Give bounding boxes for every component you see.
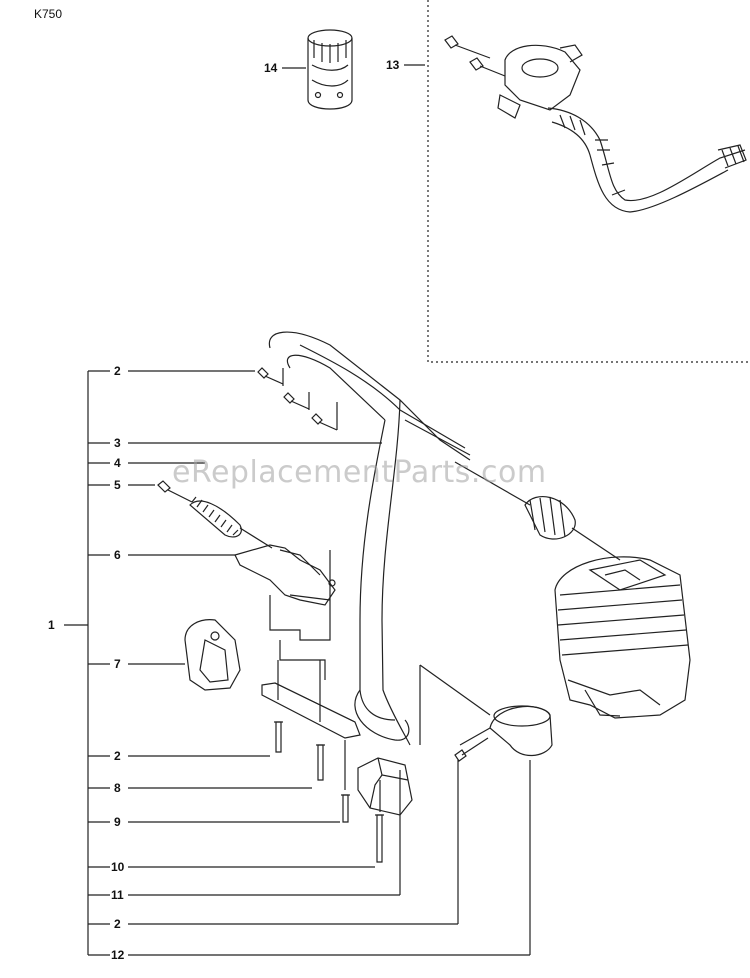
bumper-7	[184, 619, 241, 691]
callout-2-top: 2	[114, 364, 121, 378]
bracket-6	[234, 544, 336, 606]
spring-right	[454, 461, 621, 561]
cylinder	[554, 556, 691, 719]
callout-13: 13	[386, 58, 400, 72]
part-13-frame	[427, 0, 750, 363]
callout-3: 3	[114, 436, 121, 450]
foot-11	[357, 757, 413, 816]
part-14	[307, 29, 353, 110]
callout-2-middle: 2	[114, 749, 121, 763]
cap-12	[419, 664, 553, 762]
callout-14: 14	[264, 61, 278, 75]
callout-10: 10	[111, 860, 125, 874]
callout-8: 8	[114, 781, 121, 795]
callout-12: 12	[111, 948, 125, 962]
screw-group-top	[257, 367, 338, 431]
lower-bar	[261, 550, 361, 739]
callout-9: 9	[114, 815, 121, 829]
callout-6: 6	[114, 548, 121, 562]
callout-2-bottom: 2	[114, 917, 121, 931]
model-label: K750	[34, 7, 63, 21]
spring-left	[157, 480, 273, 549]
handle-bar	[268, 331, 471, 746]
callout-7: 7	[114, 657, 121, 671]
callout-11: 11	[111, 888, 124, 902]
callout-1: 1	[48, 618, 55, 632]
callout-5: 5	[114, 478, 121, 492]
screw-group-lower	[274, 721, 384, 863]
part-13	[444, 35, 747, 213]
watermark: eReplacementParts.com	[172, 455, 547, 490]
callout-4: 4	[114, 456, 121, 470]
